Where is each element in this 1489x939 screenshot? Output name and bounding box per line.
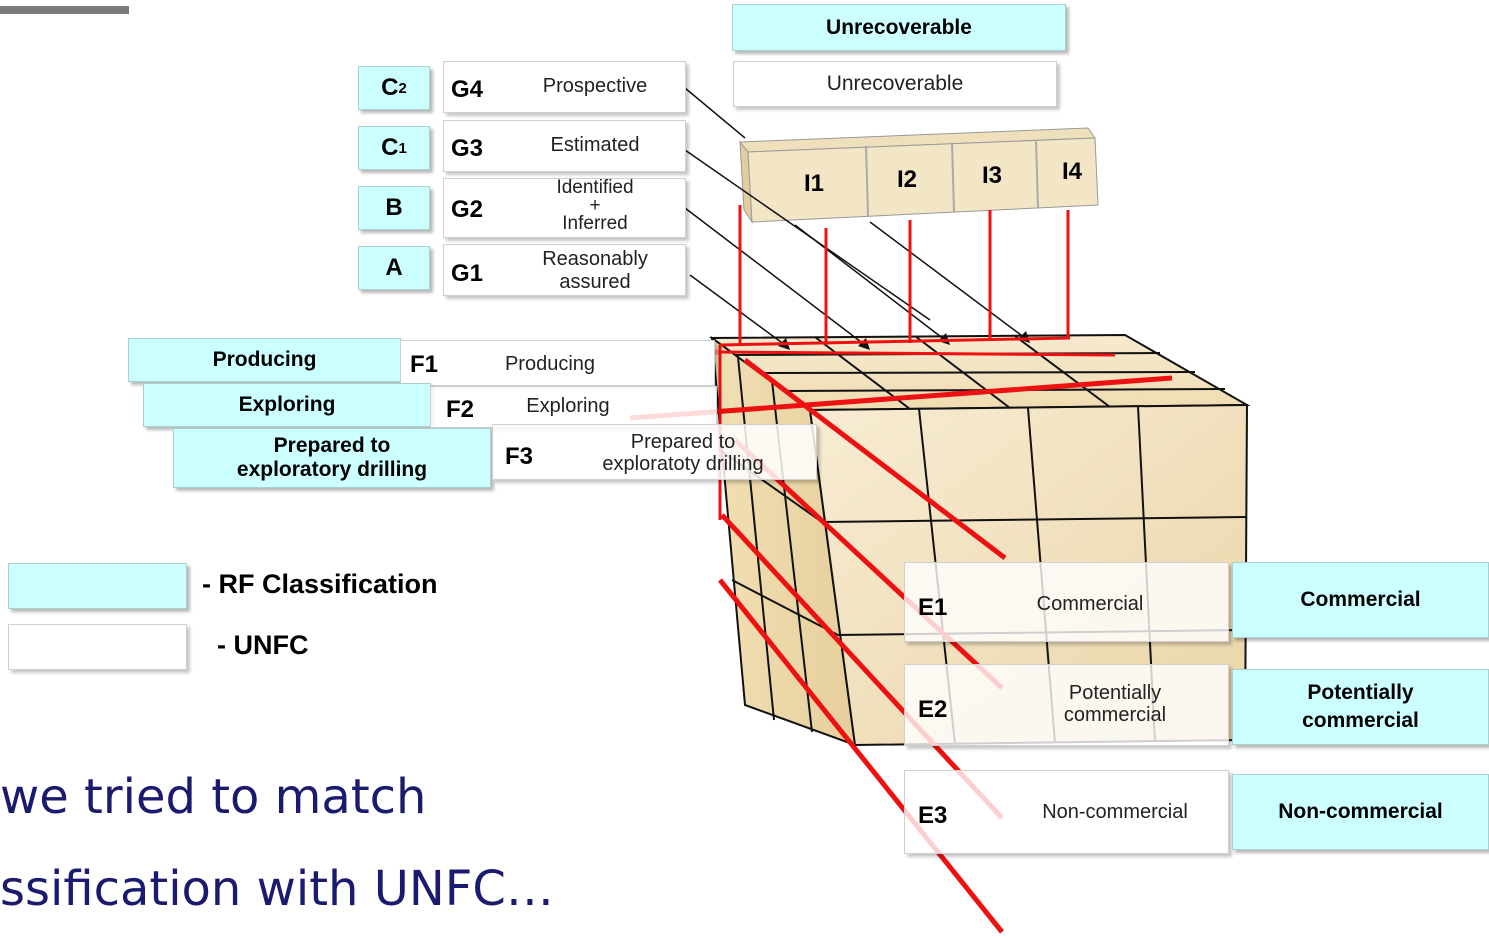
rf-subscript: 1 [398,139,407,157]
unrecoverable-rf-box: Unrecoverable [732,4,1066,51]
rf-box-producing: Producing [128,338,401,382]
e1-code: E1 [918,594,948,621]
f2-code: F2 [446,396,475,423]
caption-line-2: ssification with UNFC… [0,861,554,917]
e2-box [904,664,1229,746]
e1-box [904,562,1229,642]
i1-label: I1 [804,170,825,197]
e3-code: E3 [918,802,948,829]
rf-letter: C [381,134,399,161]
g1-code: G1 [451,260,484,287]
f2-box [430,386,717,428]
legend-rf-label: - RF Classification [202,569,438,599]
title-bar-decoration [0,6,129,14]
rf-box-a: A [358,246,430,290]
i4-label: I4 [1062,158,1083,185]
caption-line-1: we tried to match [0,769,427,825]
rf-subscript: 2 [398,79,407,97]
g2-label: Identified + Inferred [556,177,634,234]
legend-rf-swatch [8,563,187,609]
rf-label: Producing [212,348,317,371]
g4-label: Prospective [542,75,648,97]
rf-label: Potentially commercial [1302,681,1419,732]
f1-code: F1 [410,351,439,378]
rf-letter: A [385,254,403,281]
rf-box-b: B [358,186,430,230]
g2-code: G2 [451,196,484,223]
e3-box [904,770,1229,854]
i2-label: I2 [897,166,918,193]
g3-code: G3 [451,135,484,162]
unrecoverable-unfc-label: Unrecoverable [826,72,964,95]
rf-label: Non-commercial [1278,800,1443,823]
legend-unfc-label: - UNFC [217,630,309,660]
rf-letter: B [385,194,403,221]
i-cubes [738,127,1099,224]
rf-box-potentially-commercial: Potentially commercial [1232,669,1489,745]
rf-label: Prepared to exploratory drilling [236,434,428,481]
g4-box [443,61,686,113]
g2-box [443,178,686,238]
f1-label: Producing [504,353,596,375]
f3-label: Prepared to exploratoty drilling [602,431,764,475]
legend-unfc-swatch [8,624,187,670]
rf-box-exploring: Exploring [143,383,431,427]
rf-box-prepared: Prepared to exploratory drilling [173,428,491,488]
g1-label: Reasonably assured [542,248,648,293]
g4-code: G4 [451,76,484,103]
g1-box [443,244,686,296]
rf-label: Commercial [1300,588,1421,611]
rf-label: Exploring [238,393,336,416]
rf-box-non-commercial: Non-commercial [1232,774,1489,850]
i3-label: I3 [982,162,1003,189]
f3-box [492,424,817,480]
e2-label: Potentially commercial [1063,682,1167,726]
e2-code: E2 [918,696,948,723]
unrecoverable-unfc-box: Unrecoverable [733,61,1057,107]
e1-label: Commercial [1036,593,1144,615]
f2-label: Exploring [526,395,610,417]
f1-box [400,340,715,386]
rf-box-commercial: Commercial [1232,562,1489,638]
g3-label: Estimated [550,134,640,156]
g3-box [443,120,686,172]
e3-label: Non-commercial [1042,801,1188,823]
rf-letter: C [381,74,399,101]
f3-code: F3 [505,443,534,470]
unrecoverable-rf-label: Unrecoverable [826,15,972,39]
